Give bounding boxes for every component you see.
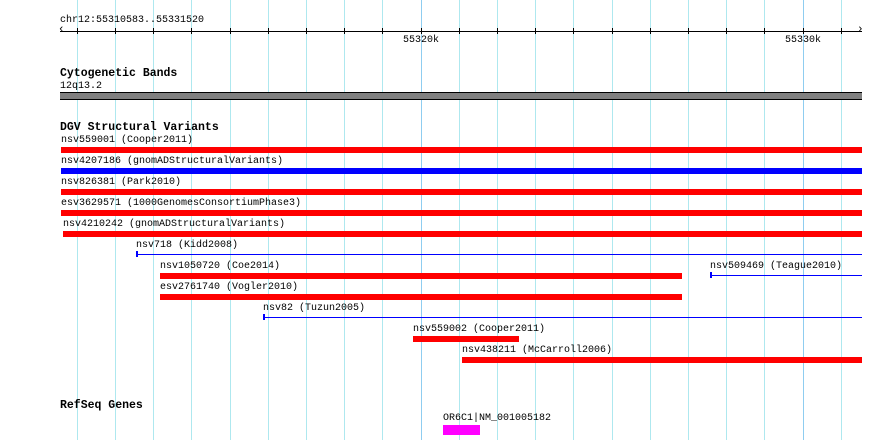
variant-label: nsv438211 (McCarroll2006): [462, 345, 613, 356]
gridline: [153, 0, 154, 440]
gridline: [77, 0, 78, 440]
variant-bar[interactable]: [61, 168, 862, 174]
variant-label: esv2761740 (Vogler2010): [160, 282, 299, 293]
variant-label: nsv1050720 (Coe2014): [160, 261, 281, 272]
ruler-tick: [688, 28, 689, 34]
gridline: [382, 0, 383, 440]
gridline: [688, 0, 689, 440]
gridline: [268, 0, 269, 440]
dgv-track-title: DGV Structural Variants: [60, 121, 219, 134]
variant-bar[interactable]: [160, 273, 682, 279]
ruler-tick: [573, 28, 574, 34]
gridline: [764, 0, 765, 440]
variant-start-tick: [710, 272, 712, 278]
ruler-tick: [382, 28, 383, 34]
ruler-tick: [650, 28, 651, 34]
variant-label: nsv559001 (Cooper2011): [61, 135, 194, 146]
ruler-tick: [344, 28, 345, 34]
variant-line[interactable]: [136, 254, 862, 255]
ruler-tick: [764, 28, 765, 34]
ruler-tick: [268, 28, 269, 34]
ruler-tick: [153, 28, 154, 34]
variant-bar[interactable]: [413, 336, 519, 342]
variant-line[interactable]: [710, 275, 862, 276]
gene-bar[interactable]: [443, 425, 480, 435]
ruler-tick: [230, 28, 231, 34]
ruler-major-label: 55320k: [403, 35, 440, 46]
gridline: [535, 0, 536, 440]
gridline: [573, 0, 574, 440]
variant-bar[interactable]: [462, 357, 862, 363]
gridline: [306, 0, 307, 440]
ruler-tick: [803, 28, 804, 34]
scroll-right-arrow-icon[interactable]: ›: [857, 24, 864, 36]
ruler-tick: [726, 28, 727, 34]
ruler-tick: [841, 28, 842, 34]
gridline: [841, 0, 842, 440]
gridline: [803, 0, 804, 440]
gridline: [650, 0, 651, 440]
variant-label: nsv82 (Tuzun2005): [263, 303, 366, 314]
gridline: [191, 0, 192, 440]
cytoband-bar[interactable]: [60, 92, 862, 100]
ruler-tick: [535, 28, 536, 34]
variant-label: esv3629571 (1000GenomesConsortiumPhase3): [61, 198, 302, 209]
variant-start-tick: [263, 314, 265, 320]
variant-label: nsv826381 (Park2010): [61, 177, 182, 188]
ruler-tick: [497, 28, 498, 34]
gridline: [344, 0, 345, 440]
scroll-left-arrow-icon[interactable]: ‹: [58, 24, 65, 36]
variant-label: nsv4210242 (gnomADStructuralVariants): [63, 219, 286, 230]
variant-bar[interactable]: [63, 231, 862, 237]
variant-bar[interactable]: [61, 210, 862, 216]
variant-label: nsv559002 (Cooper2011): [413, 324, 546, 335]
ruler-tick: [115, 28, 116, 34]
variant-bar[interactable]: [61, 189, 862, 195]
variant-bar[interactable]: [61, 147, 862, 153]
variant-line[interactable]: [263, 317, 862, 318]
cytoband-label: 12q13.2: [60, 81, 103, 92]
ruler-line: [60, 31, 862, 32]
variant-label: nsv509469 (Teague2010): [710, 261, 843, 272]
gridline: [115, 0, 116, 440]
ruler-major-label: 55330k: [785, 35, 822, 46]
ruler-tick: [77, 28, 78, 34]
region-label: chr12:55310583..55331520: [60, 15, 205, 26]
variant-label: nsv718 (Kidd2008): [136, 240, 239, 251]
gridline: [612, 0, 613, 440]
cytoband-track-title: Cytogenetic Bands: [60, 67, 178, 80]
variant-start-tick: [136, 251, 138, 257]
gridline: [421, 0, 422, 440]
variant-label: nsv4207186 (gnomADStructuralVariants): [61, 156, 284, 167]
ruler-tick: [459, 28, 460, 34]
refseq-track-title: RefSeq Genes: [60, 399, 143, 412]
gridline: [459, 0, 460, 440]
gene-label: OR6C1|NM_001005182: [443, 413, 552, 424]
gridline: [726, 0, 727, 440]
ruler-tick: [306, 28, 307, 34]
ruler-tick: [191, 28, 192, 34]
variant-bar[interactable]: [160, 294, 682, 300]
ruler-tick: [421, 28, 422, 34]
gridline: [497, 0, 498, 440]
gridline: [230, 0, 231, 440]
ruler-tick: [612, 28, 613, 34]
